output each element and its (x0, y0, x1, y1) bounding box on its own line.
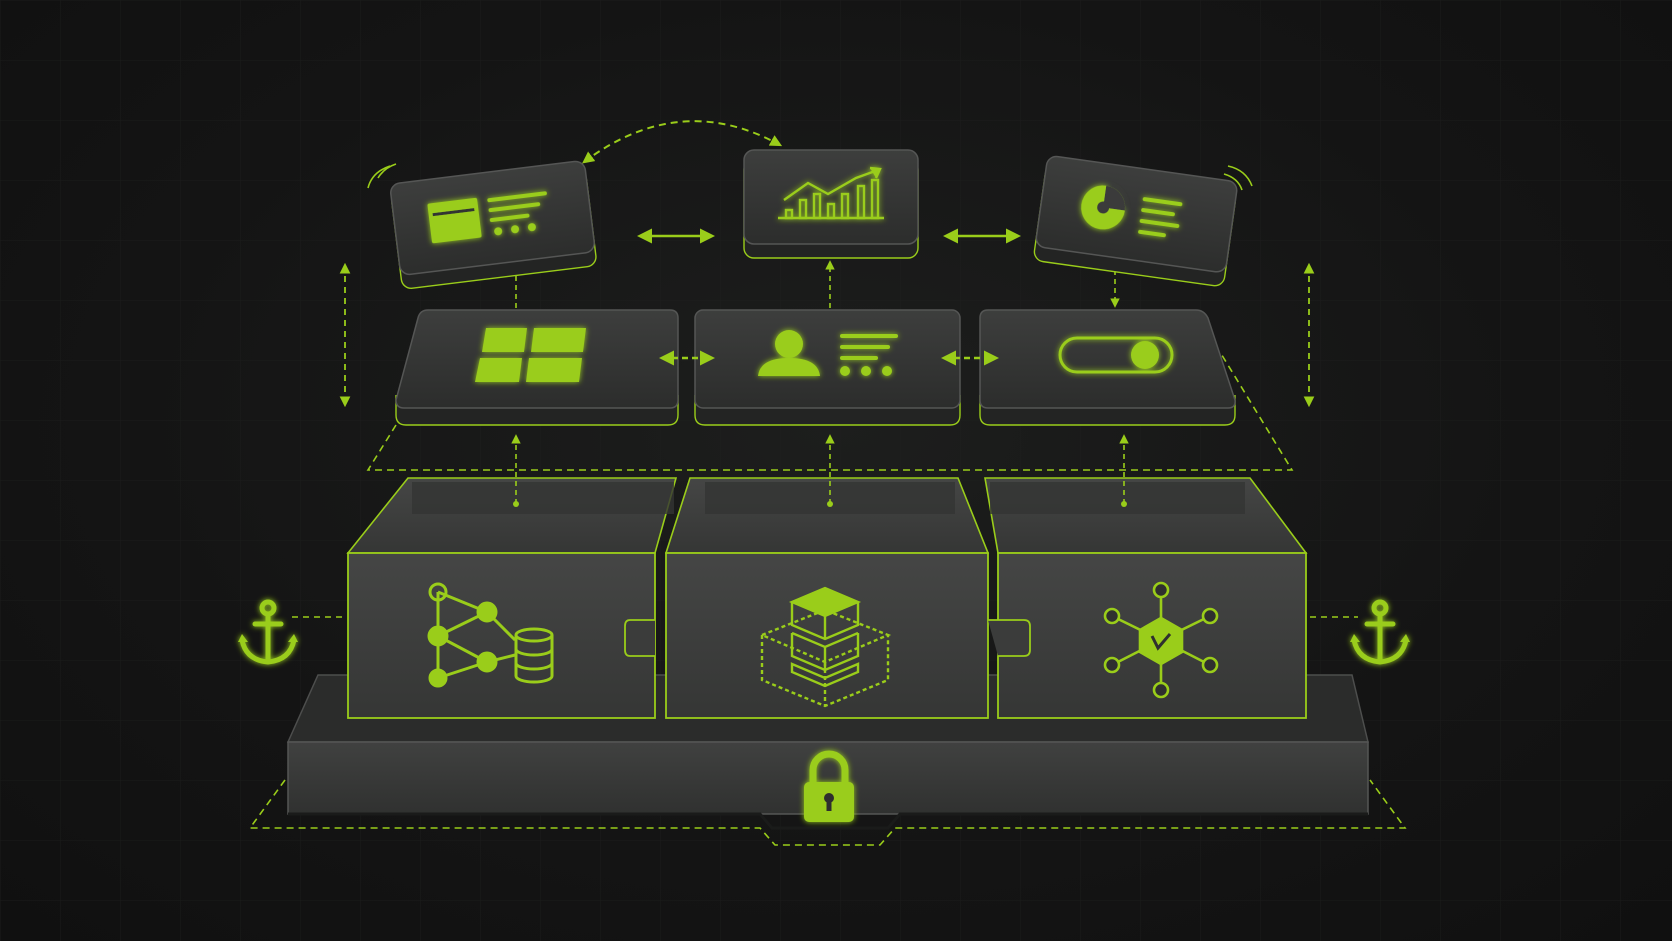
top-card-browser-window (390, 160, 597, 289)
middle-tiles (396, 310, 1235, 425)
top-card-growth-chart (744, 150, 918, 258)
middle-tile-user-profile (695, 310, 960, 425)
middle-tile-toggle-switch (980, 310, 1235, 425)
puzzle-connector-left (625, 620, 655, 656)
foundation-block-stacked-layers (666, 553, 988, 718)
middle-tile-grid-layout (396, 310, 678, 425)
foundation-blocks (348, 478, 1306, 718)
foundation-block-hub-network (998, 553, 1306, 718)
foundation-block-data-network (348, 553, 655, 718)
